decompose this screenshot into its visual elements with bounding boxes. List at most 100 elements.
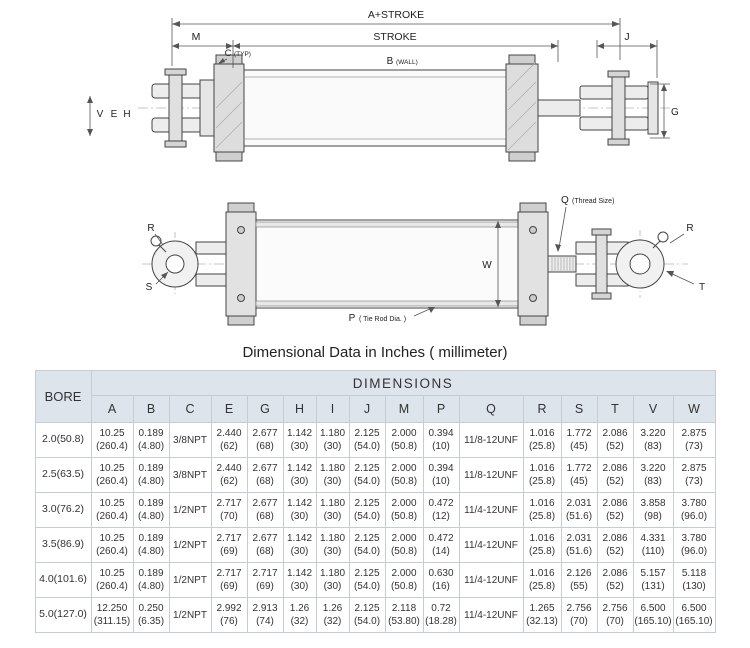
dimension-cell: 0.394(10) [422,457,460,493]
dimension-cell: 2.125(54.0) [348,527,386,563]
dimension-cell: 3/8NPT [168,457,212,493]
dim-label-q-sub: (Thread Size) [572,198,614,205]
dimension-cell: 12.250(311.15) [90,597,134,633]
column-header-g: G [246,395,284,423]
rod-clevis-pin [611,75,626,141]
dim-label-b: B [387,56,394,67]
dim-s-leader [155,271,169,285]
dim-label-j: J [624,31,629,43]
dimension-cell: 2.000(50.8) [384,422,424,458]
dimension-cell: 2.440(62) [210,422,248,458]
dimension-cell: 2.125(54.0) [348,597,386,633]
dimension-cell: 1/2NPT [168,597,212,633]
cylinder-tube [255,219,519,309]
dimension-cell: 0.72(18.28) [422,597,460,633]
dim-label-stroke: STROKE [373,31,416,43]
dimension-cell: 11/8-12UNF [458,422,524,458]
dim-g [650,83,670,139]
cotter-pin-left [150,235,162,247]
dim-r-left-leader [154,233,164,246]
left-clevis-pin [168,73,183,143]
dim-label-q: Q [561,195,569,206]
dimension-cell: 2.992(76) [210,597,248,633]
rod-clevis [575,228,669,300]
bore-cell: 3.5(86.9) [34,527,92,563]
dim-label-e: E [111,109,118,120]
tie-rod-nut [519,202,547,213]
column-header-q: Q [458,395,524,423]
dim-r-right-leader [669,233,685,244]
dimension-cell: 2.756(70) [596,597,634,633]
dimension-cell: 2.086(52) [596,457,634,493]
dimension-cell: 0.394(10) [422,422,460,458]
dimension-cell: 2.125(54.0) [348,422,386,458]
rod-clevis [579,70,659,146]
dimension-cell: 3.220(83) [632,457,674,493]
dimension-cell: 2.086(52) [596,527,634,563]
dimension-cell: 3.780(96.0) [672,492,716,528]
column-header-r: R [522,395,562,423]
dimension-cell: 2.118(53.80) [384,597,424,633]
dimension-cell: 2.875(73) [672,422,716,458]
dimension-cell: 0.472(12) [422,492,460,528]
dimension-cell: 1.016(25.8) [522,422,562,458]
column-header-m: M [384,395,424,423]
dimension-cell: 2.440(62) [210,457,248,493]
dim-label-t: T [699,282,705,293]
column-header-s: S [560,395,598,423]
dimension-cell: 0.472(14) [422,527,460,563]
dimension-cell: 1.180(30) [315,422,350,458]
table-title: Dimensional Data in Inches ( millimeter) [242,344,508,361]
dimension-cell: 2.677(68) [246,492,284,528]
dimension-cell: 6.500(165.10) [632,597,674,633]
tie-rod-nut [215,54,243,65]
bore-cell: 5.0(127.0) [34,597,92,633]
dimension-cell: 1/2NPT [168,562,212,598]
cylinder-tube [243,69,507,147]
dimension-cell: 2.717(69) [210,562,248,598]
left-clevis [151,68,217,148]
dim-label-c: C [225,48,232,59]
column-header-p: P [422,395,460,423]
dimension-cell: 4.331(110) [632,527,674,563]
column-header-b: B [132,395,170,423]
cylinder-body-group [151,54,659,162]
dimension-cell: 1.016(25.8) [522,457,562,493]
dim-label-r-right: R [686,223,693,234]
threaded-rod [547,255,577,273]
dim-label-p: P [349,313,356,324]
dimension-cell: 2.126(55) [560,562,598,598]
dimension-cell: 2.125(54.0) [348,492,386,528]
dimension-cell: 1.180(30) [315,562,350,598]
dimension-cell: 0.250(6.35) [132,597,170,633]
dim-a-stroke [171,18,621,66]
dim-label-v: V [97,109,104,120]
dimension-cell: 1.26(32) [315,597,350,633]
dimension-cell: 1.142(30) [282,457,317,493]
dimension-cell: 1/2NPT [168,527,212,563]
dimensions-header: DIMENSIONS [90,370,716,396]
dimension-cell: 11/4-12UNF [458,527,524,563]
front-cap [517,202,549,326]
dimension-cell: 1.142(30) [282,492,317,528]
column-header-t: T [596,395,634,423]
bore-cell: 2.0(50.8) [34,422,92,458]
column-header-a: A [90,395,134,423]
dimension-cell: 10.25(260.4) [90,492,134,528]
dim-w [495,221,501,307]
dim-j [596,40,658,78]
dim-label-h: H [123,109,130,120]
dimension-cell: 2.031(51.6) [560,492,598,528]
dim-label-g: G [671,107,679,118]
dim-q-leader [555,206,567,252]
dimension-cell: 10.25(260.4) [90,422,134,458]
dimension-cell: 0.189(4.80) [132,422,170,458]
bore-cell: 3.0(76.2) [34,492,92,528]
dimension-cell: 2.875(73) [672,457,716,493]
dimension-cell: 3.858(98) [632,492,674,528]
dimension-cell: 0.189(4.80) [132,457,170,493]
dimension-cell: 1.016(25.8) [522,527,562,563]
